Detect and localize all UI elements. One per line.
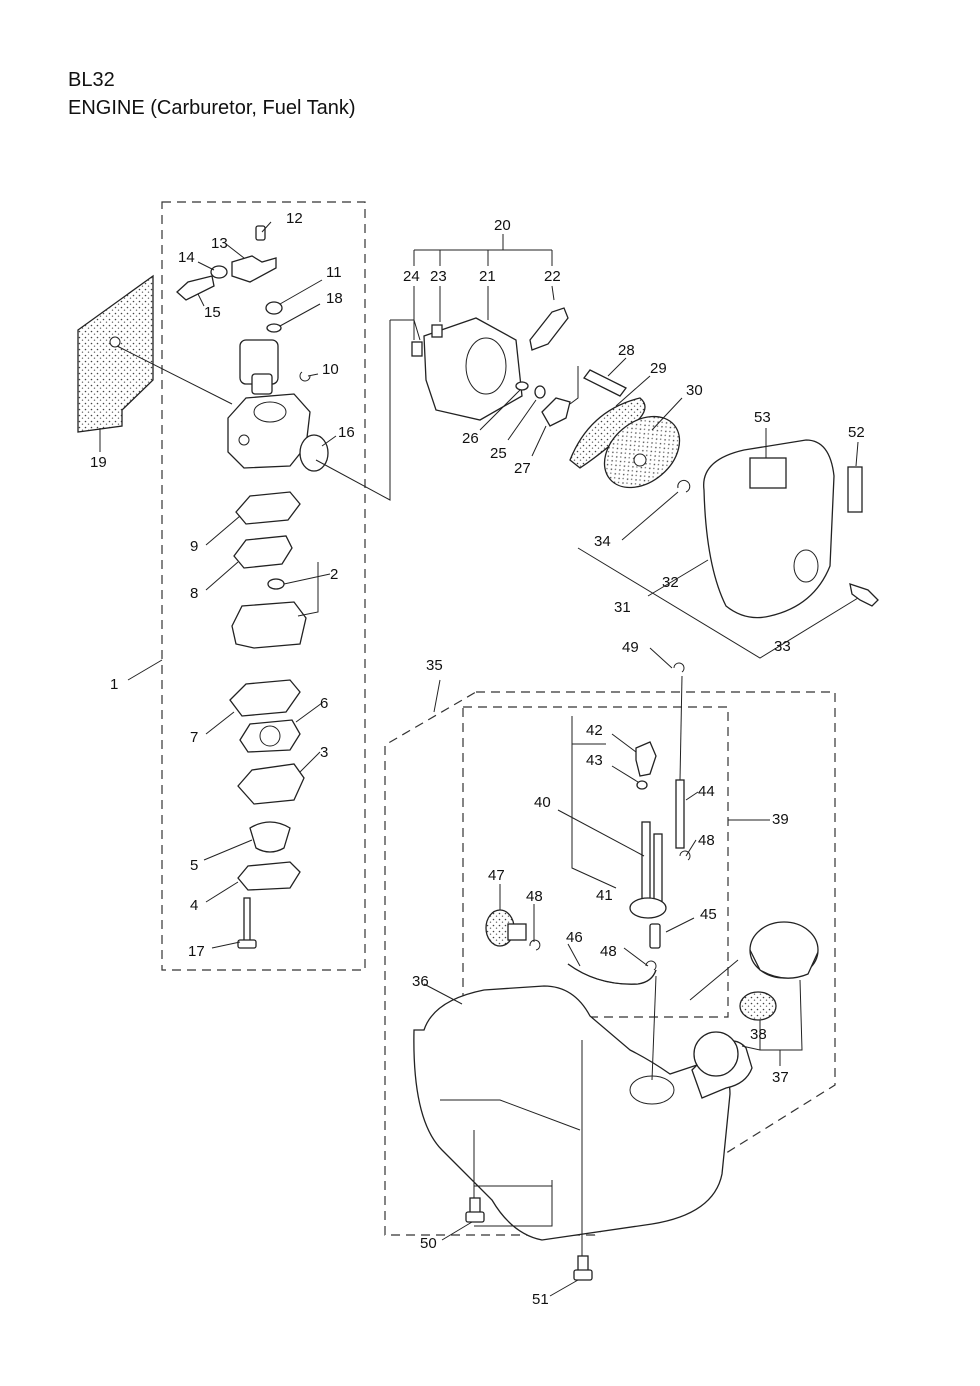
callout-48a: 48 [698,832,715,849]
callout-14: 14 [178,249,195,266]
callout-6: 6 [320,695,328,712]
air-filter-screen [569,397,646,469]
callout-1: 1 [110,676,118,693]
callout-7: 7 [190,729,198,746]
callout-45: 45 [700,906,717,923]
carb-adapter-parts [411,307,571,427]
callout-25: 25 [490,445,507,462]
fuel-tank [413,985,753,1241]
choke-lever-parts [176,225,277,301]
callout-26: 26 [462,430,479,447]
callout-34: 34 [594,533,611,550]
callout-43: 43 [586,752,603,769]
callout-21: 21 [479,268,496,285]
carb-small-parts [265,301,311,382]
callout-44: 44 [698,783,715,800]
callout-2: 2 [330,566,338,583]
callout-22: 22 [544,268,561,285]
carburetor-group-box [161,201,366,971]
callout-16: 16 [338,424,355,441]
callout-24: 24 [403,268,420,285]
callout-41: 41 [596,887,613,904]
callout-37: 37 [772,1069,789,1086]
air-filter-element [603,415,681,489]
callout-31: 31 [614,599,631,616]
callout-33: 33 [774,638,791,655]
fuel-cap-parts [739,921,819,1021]
diagram-title: ENGINE (Carburetor, Fuel Tank) [68,97,356,119]
callout-35: 35 [426,657,443,674]
air-cleaner-cover [677,439,879,619]
model-name: BL32 [68,69,115,91]
callout-5: 5 [190,857,198,874]
label-sticker-part [847,466,863,513]
callout-48c: 48 [600,943,617,960]
bolt-part [583,369,627,397]
callout-32: 32 [662,574,679,591]
callout-19: 19 [90,454,107,471]
fuel-tank-group-box [384,691,836,1236]
callout-9: 9 [190,538,198,555]
callout-10: 10 [322,361,339,378]
callout-28: 28 [618,342,635,359]
callout-23: 23 [430,268,447,285]
callout-20: 20 [494,217,511,234]
callout-18: 18 [326,290,343,307]
metering-parts [229,679,305,949]
callout-42: 42 [586,722,603,739]
callout-11: 11 [326,264,342,281]
carb-gasket-ring [299,434,329,472]
fuel-pickup-group-box [462,706,729,1018]
callout-3: 3 [320,744,328,761]
callout-27: 27 [514,460,531,477]
fuel-pickup-parts [485,662,691,985]
callout-17: 17 [188,943,205,960]
callout-labels: 12 13 14 15 11 18 10 16 19 9 8 2 1 7 6 3… [90,210,865,1308]
insulator-foam-part [77,274,154,433]
leader-lines [99,221,859,1297]
callout-48b: 48 [526,888,543,905]
pump-body-parts [231,491,307,649]
carburetor-body [227,339,311,469]
callout-49: 49 [622,639,639,656]
callout-15: 15 [204,304,221,321]
tank-screws [465,1197,593,1281]
callout-53: 53 [754,409,771,426]
callout-13: 13 [211,235,228,252]
callout-38: 38 [750,1026,767,1043]
callout-8: 8 [190,585,198,602]
callout-36: 36 [412,973,429,990]
callout-46: 46 [566,929,583,946]
callout-4: 4 [190,897,198,914]
callout-12: 12 [286,210,303,227]
callout-47: 47 [488,867,505,884]
callout-29: 29 [650,360,667,377]
callout-52: 52 [848,424,865,441]
callout-30: 30 [686,382,703,399]
callout-51: 51 [532,1291,549,1308]
callout-39: 39 [772,811,789,828]
callout-50: 50 [420,1235,437,1252]
callout-40: 40 [534,794,551,811]
